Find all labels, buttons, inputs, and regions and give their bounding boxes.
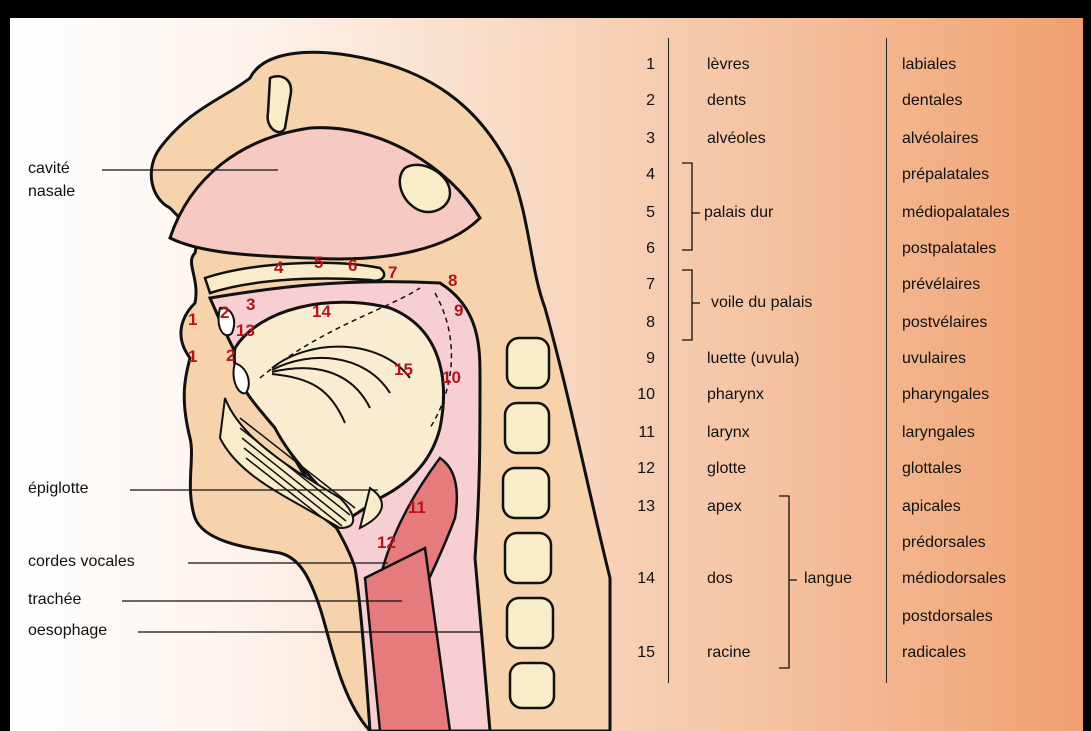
group-langue: langue [804, 570, 852, 588]
bracket-voile [682, 270, 692, 340]
group-voile: voile du palais [711, 294, 812, 312]
bracket-overlay [10, 18, 1083, 731]
diagram-frame: 1 2 3 4 5 6 7 8 9 10 11 12 13 14 15 1 2 … [10, 18, 1083, 731]
group-palais: palais dur [704, 204, 773, 222]
bracket-langue [779, 496, 789, 668]
bracket-palais [682, 163, 692, 250]
